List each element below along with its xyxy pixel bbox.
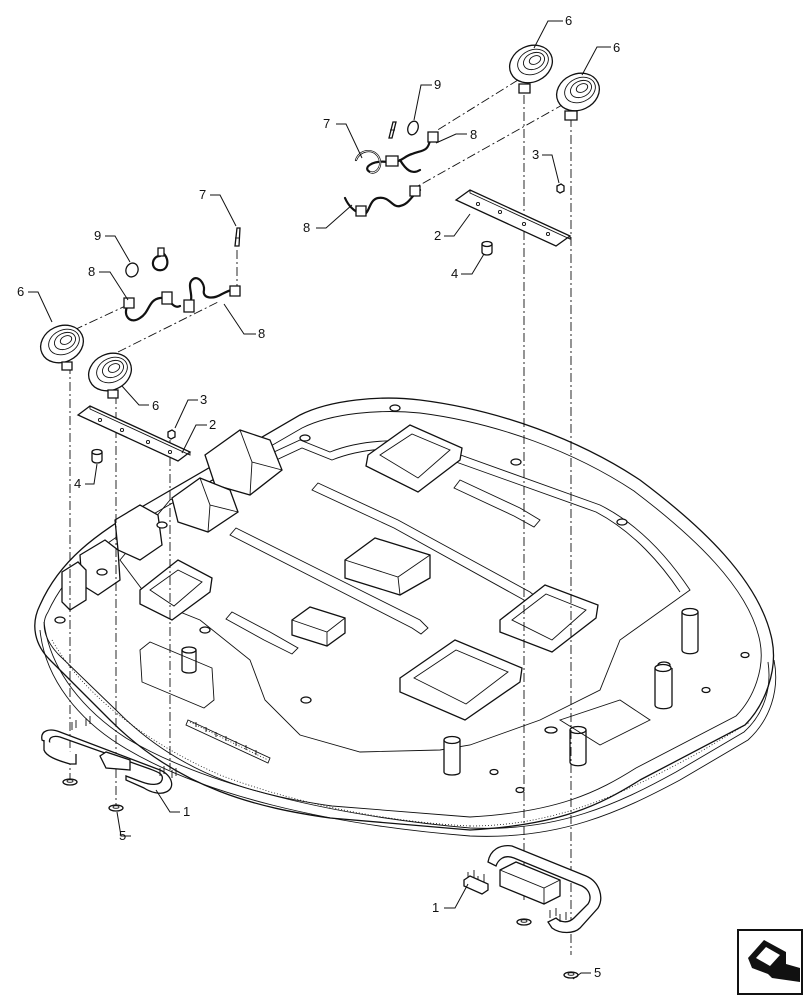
washer-left-a bbox=[62, 778, 78, 786]
washer-left-b bbox=[108, 804, 124, 812]
callout-labels: 6 6 9 7 8 3 2 4 8 7 9 8 8 6 6 3 2 4 1 5 … bbox=[17, 13, 620, 980]
callout-8: 8 bbox=[88, 264, 95, 279]
callout-1: 1 bbox=[183, 804, 190, 819]
roof-center-pad bbox=[344, 537, 431, 596]
callout-8: 8 bbox=[303, 220, 310, 235]
callout-8: 8 bbox=[258, 326, 265, 341]
roof-posts bbox=[181, 607, 699, 776]
wire-harness-left-lower bbox=[183, 277, 241, 313]
handrail-right bbox=[463, 844, 602, 934]
wire-harness-right-lower bbox=[343, 185, 422, 217]
roof-small-pad bbox=[291, 606, 346, 647]
callout-5: 5 bbox=[119, 828, 126, 843]
nut-left bbox=[167, 429, 176, 440]
callout-2: 2 bbox=[209, 417, 216, 432]
spacer-left bbox=[91, 448, 103, 464]
wire-harness-right-upper bbox=[354, 131, 439, 174]
callout-4: 4 bbox=[451, 266, 458, 281]
fuse-left bbox=[234, 227, 241, 247]
cab-roof bbox=[34, 397, 777, 837]
callout-6: 6 bbox=[17, 284, 24, 299]
roof-inner-platform bbox=[119, 439, 691, 753]
callout-9: 9 bbox=[434, 77, 441, 92]
washer-right-a bbox=[516, 918, 532, 926]
roof-left-housings bbox=[61, 429, 283, 611]
callout-5: 5 bbox=[594, 965, 601, 980]
callout-1: 1 bbox=[432, 900, 439, 915]
callout-4: 4 bbox=[74, 476, 81, 491]
callout-6: 6 bbox=[565, 13, 572, 28]
grommet-left bbox=[125, 262, 139, 278]
assembly-lines bbox=[69, 79, 572, 955]
work-light-left-a bbox=[40, 324, 84, 371]
work-light-right-b bbox=[556, 72, 600, 121]
work-light-left-b bbox=[88, 352, 132, 399]
work-light-right-a bbox=[509, 44, 553, 94]
callout-9: 9 bbox=[94, 228, 101, 243]
callout-3: 3 bbox=[532, 147, 539, 162]
roof-openings bbox=[139, 424, 599, 721]
callout-6: 6 bbox=[613, 40, 620, 55]
next-view-arrow-icon[interactable] bbox=[737, 929, 803, 995]
callout-7: 7 bbox=[199, 187, 206, 202]
callout-6: 6 bbox=[152, 398, 159, 413]
light-bracket-left bbox=[76, 405, 192, 462]
handrail-left bbox=[41, 716, 177, 794]
grommet-right bbox=[407, 120, 419, 136]
fuse-holder-left bbox=[151, 247, 169, 272]
callout-2: 2 bbox=[434, 228, 441, 243]
spacer-right bbox=[481, 240, 493, 256]
callout-7: 7 bbox=[323, 116, 330, 131]
light-bracket-right bbox=[454, 189, 572, 247]
nut-right bbox=[556, 183, 565, 194]
fuse-right bbox=[388, 121, 397, 139]
roof-vent-grille bbox=[185, 719, 271, 764]
callout-3: 3 bbox=[200, 392, 207, 407]
wire-harness-left-upper bbox=[123, 291, 182, 322]
callout-8: 8 bbox=[470, 127, 477, 142]
leader-lines bbox=[28, 20, 611, 980]
